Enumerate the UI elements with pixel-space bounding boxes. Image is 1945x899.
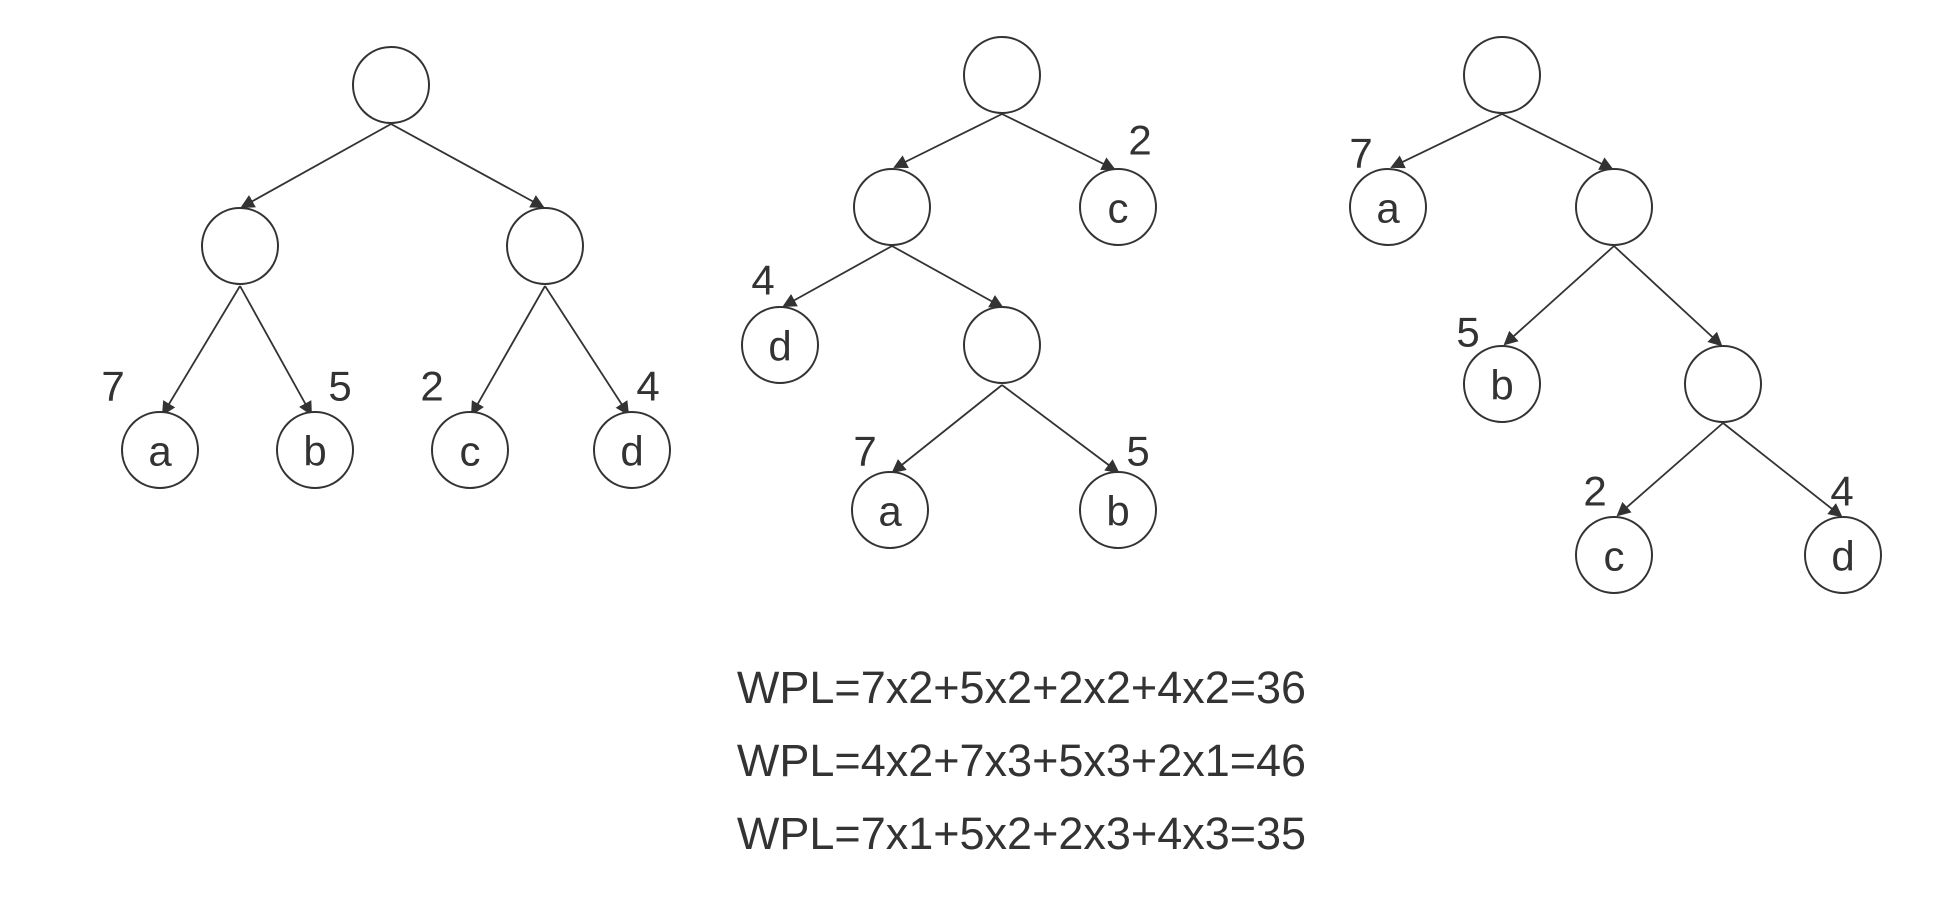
tree-1: a 7 b 5 c 2 d 4	[101, 46, 671, 489]
tree-3-weight-d: 4	[1830, 468, 1853, 515]
tree-2-leaf-node-c	[1079, 168, 1157, 246]
tree-3-leaf-label-c: c	[1604, 533, 1625, 580]
tree-3-root-node	[1463, 36, 1541, 114]
tree-1-edge-to-d	[544, 285, 630, 416]
tree-2-edge-to-d	[782, 245, 893, 307]
tree-2-edge-to-b	[1001, 384, 1120, 474]
tree-3-internal-node-1	[1575, 168, 1653, 246]
wpl-formula-1: WPL=7x2+5x2+2x2+4x2=36	[736, 662, 1307, 713]
tree-2-leaf-node-a	[851, 471, 929, 549]
tree-1-leaf-label-c: c	[460, 428, 481, 475]
tree-2-leaf-label-c: c	[1108, 185, 1129, 232]
tree-1-weight-a: 7	[101, 363, 124, 410]
tree-3-edge-to-b	[1503, 245, 1615, 346]
tree-1-internal-node-left	[201, 207, 279, 285]
tree-1-weight-b: 5	[328, 363, 351, 410]
tree-2-leaf-node-d	[741, 306, 819, 384]
tree-1-leaf-node-b	[276, 411, 354, 489]
tree-2-weight-a: 7	[853, 428, 876, 475]
tree-2: c 2 d 4 a 7 b 5	[741, 36, 1157, 549]
tree-2-internal-node-2	[963, 306, 1041, 384]
tree-1-leaf-node-d	[593, 411, 671, 489]
tree-1-weight-c: 2	[420, 363, 443, 410]
tree-3-leaf-label-b: b	[1490, 362, 1513, 409]
tree-3-edge-to-d	[1722, 422, 1843, 518]
tree-3-edge-to-internal	[1613, 245, 1723, 347]
tree-1-weight-d: 4	[636, 363, 659, 410]
tree-1-leaf-node-c	[431, 411, 509, 489]
tree-1-leaf-label-d: d	[620, 428, 643, 475]
tree-3-edge-to-c	[1616, 422, 1724, 517]
tree-2-leaf-node-b	[1079, 471, 1157, 549]
tree-2-weight-d: 4	[751, 257, 774, 304]
tree-1-root-node	[352, 46, 430, 124]
tree-3-edge-root-to-a	[1390, 113, 1503, 169]
tree-2-internal-node-1	[853, 168, 931, 246]
tree-3-leaf-node-b	[1463, 345, 1541, 423]
tree-2-edge-to-a	[891, 384, 1003, 474]
tree-2-leaf-label-b: b	[1106, 488, 1129, 535]
tree-3: a 7 b 5 c 2 d 4	[1349, 36, 1882, 594]
wpl-formula-3: WPL=7x1+5x2+2x3+4x3=35	[736, 808, 1307, 859]
tree-3-internal-node-2	[1684, 345, 1762, 423]
tree-1-internal-node-right	[506, 207, 584, 285]
tree-2-root-node	[963, 36, 1041, 114]
tree-3-weight-b: 5	[1456, 309, 1479, 356]
wpl-formula-2: WPL=4x2+7x3+5x3+2x1=46	[736, 735, 1307, 786]
tree-3-leaf-label-d: d	[1831, 533, 1854, 580]
tree-2-weight-c: 2	[1128, 117, 1151, 164]
tree-3-leaf-label-a: a	[1376, 185, 1400, 232]
tree-1-edge-to-b	[239, 285, 312, 416]
tree-2-weight-b: 5	[1126, 428, 1149, 475]
tree-3-weight-c: 2	[1583, 468, 1606, 515]
tree-1-edge-to-c	[471, 285, 546, 416]
tree-2-leaf-label-d: d	[768, 323, 791, 370]
tree-1-leaf-node-a	[121, 411, 199, 489]
tree-3-leaf-node-d	[1804, 516, 1882, 594]
tree-1-edge-root-right	[390, 123, 545, 208]
tree-3-leaf-node-c	[1575, 516, 1653, 594]
tree-3-weight-a: 7	[1349, 130, 1372, 177]
tree-3-edge-root-right	[1501, 113, 1614, 170]
tree-1-edge-to-a	[161, 285, 241, 416]
tree-1-leaf-label-b: b	[303, 428, 326, 475]
tree-2-edge-root-to-c	[1001, 113, 1116, 170]
tree-1-edge-root-left	[240, 123, 392, 208]
tree-2-edge-root-left	[893, 113, 1003, 168]
tree-3-leaf-node-a	[1349, 168, 1427, 246]
tree-2-edge-to-internal	[891, 245, 1004, 308]
tree-1-leaf-label-a: a	[148, 428, 172, 475]
tree-2-leaf-label-a: a	[878, 488, 902, 535]
